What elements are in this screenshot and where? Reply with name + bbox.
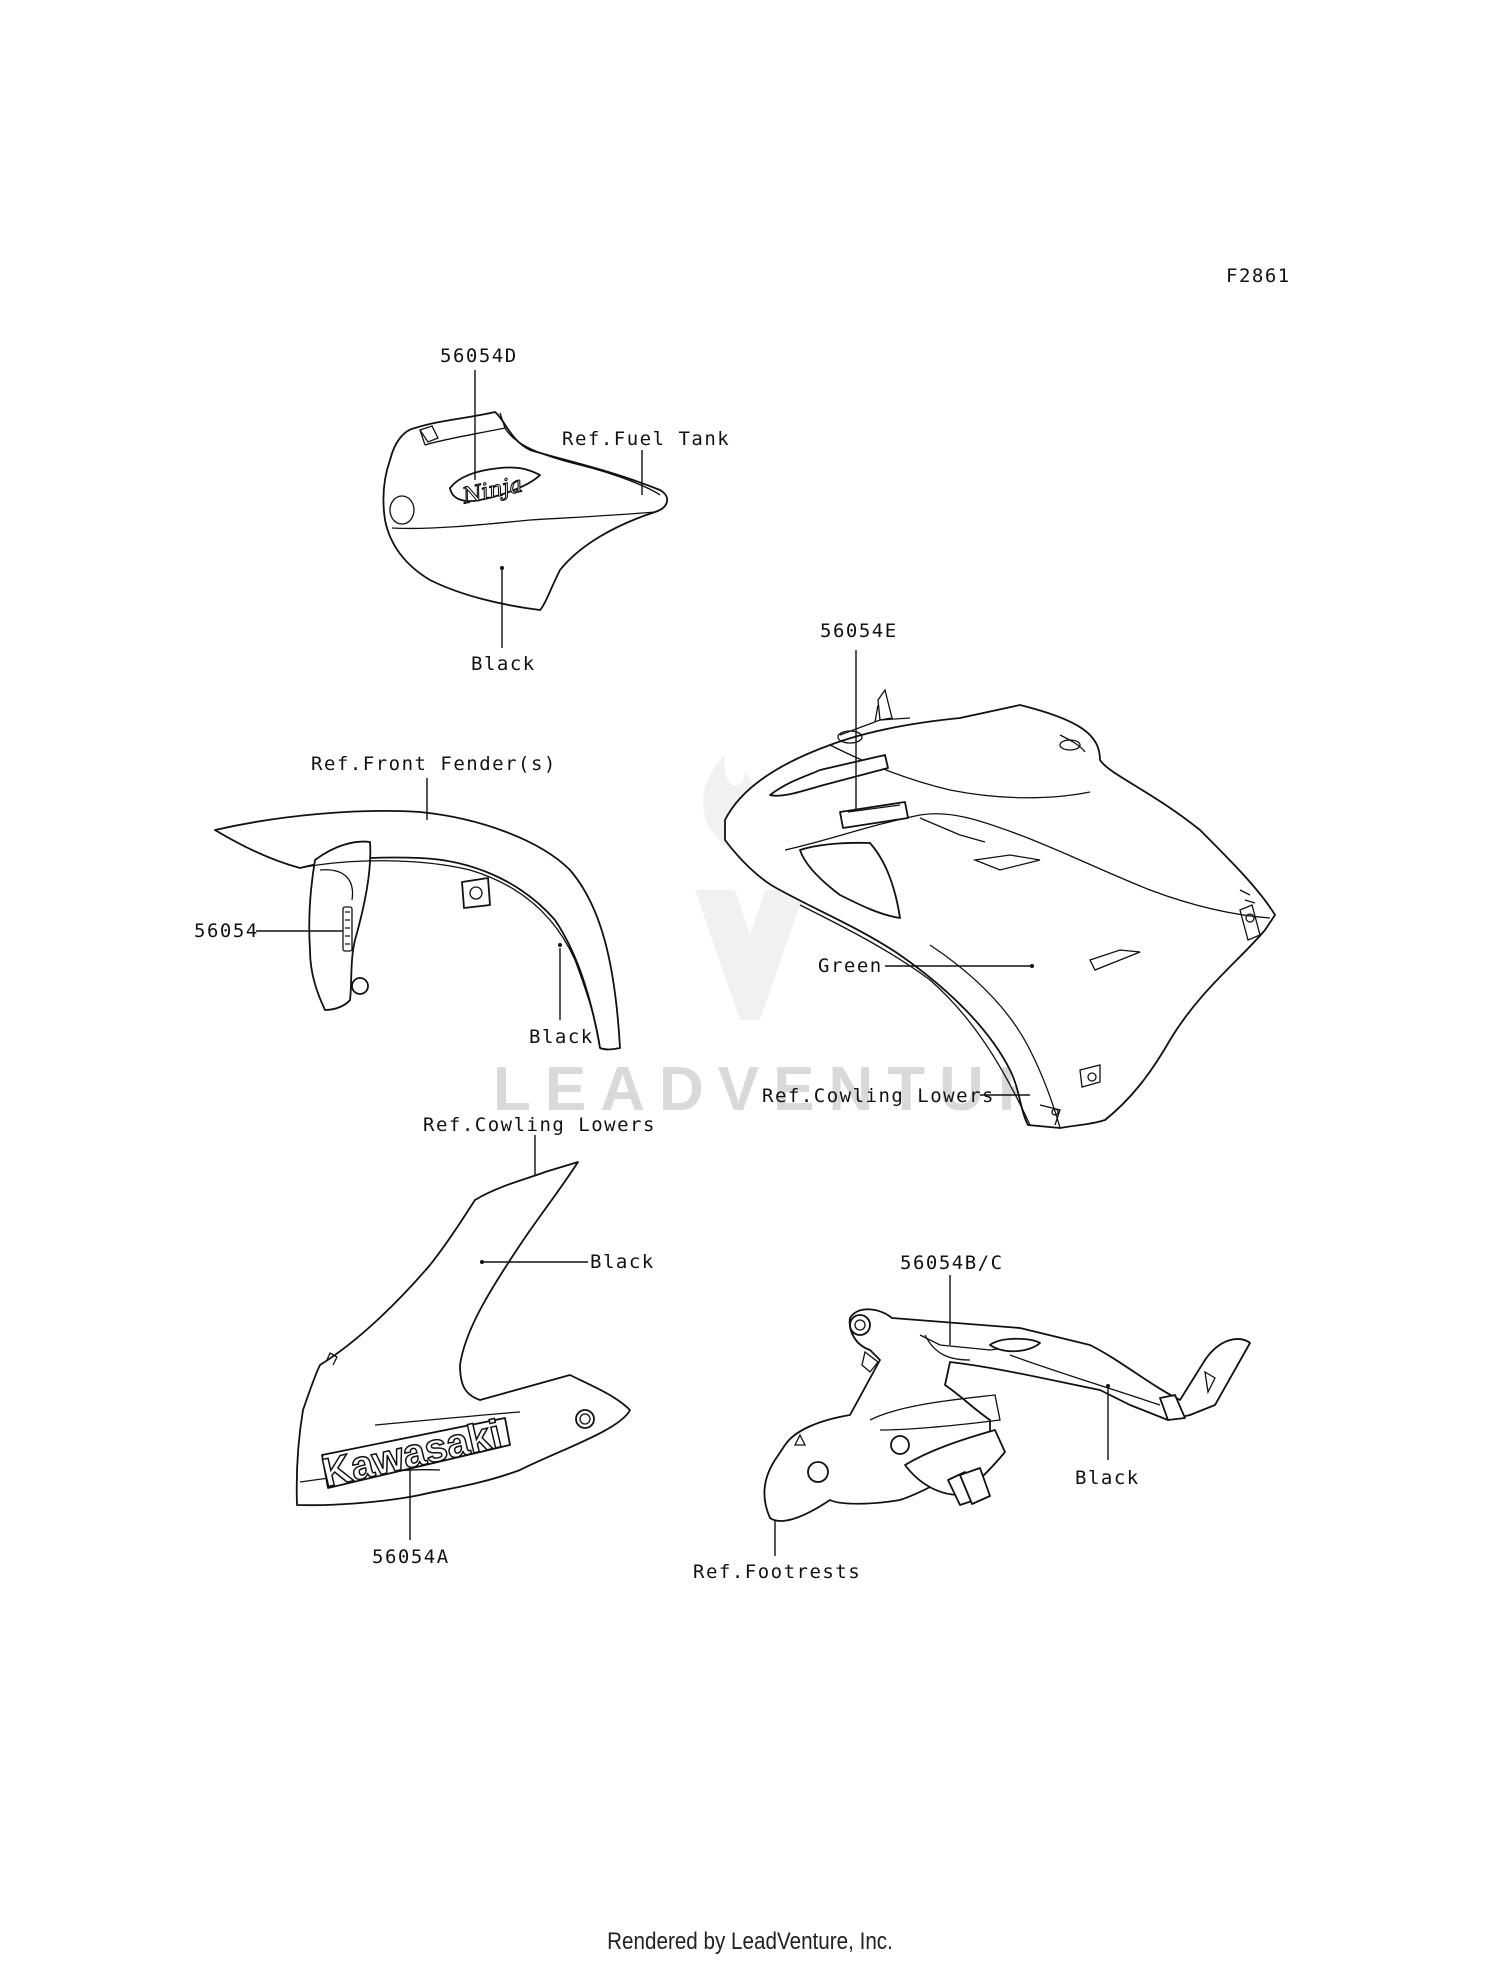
label-guard-black: Black xyxy=(1075,1467,1140,1489)
figure-id: F2861 xyxy=(1226,265,1291,287)
label-ref-fuel-tank: Ref.Fuel Tank xyxy=(562,428,730,450)
upper-cowling-drawing xyxy=(724,688,1276,1129)
front-fender-drawing xyxy=(214,809,621,1051)
label-ref-footrests: Ref.Footrests xyxy=(693,1561,861,1583)
frame-guard-drawing xyxy=(763,1308,1251,1522)
footer-credit: Rendered by LeadVenture, Inc. xyxy=(607,1928,893,1955)
label-fender-black: Black xyxy=(529,1026,594,1048)
watermark-text: LEADVENTURE xyxy=(493,1055,1112,1124)
label-56054E: 56054E xyxy=(820,620,898,642)
label-56054A: 56054A xyxy=(372,1546,450,1568)
label-ref-cowling-lower: Ref.Cowling Lowers xyxy=(423,1114,656,1136)
label-ref-cowling-upper: Ref.Cowling Lowers xyxy=(762,1085,995,1107)
label-56054: 56054 xyxy=(194,920,259,942)
label-56054D: 56054D xyxy=(440,345,518,367)
label-56054BC: 56054B/C xyxy=(900,1252,1004,1274)
label-cowl-green: Green xyxy=(818,955,883,977)
label-lower-black: Black xyxy=(590,1251,655,1273)
label-ref-front-fender: Ref.Front Fender(s) xyxy=(311,753,557,775)
lower-cowling-drawing: Kawasaki xyxy=(295,1161,631,1507)
fuel-tank-cover-drawing: Ninja xyxy=(382,411,669,611)
label-tank-black: Black xyxy=(471,653,536,675)
